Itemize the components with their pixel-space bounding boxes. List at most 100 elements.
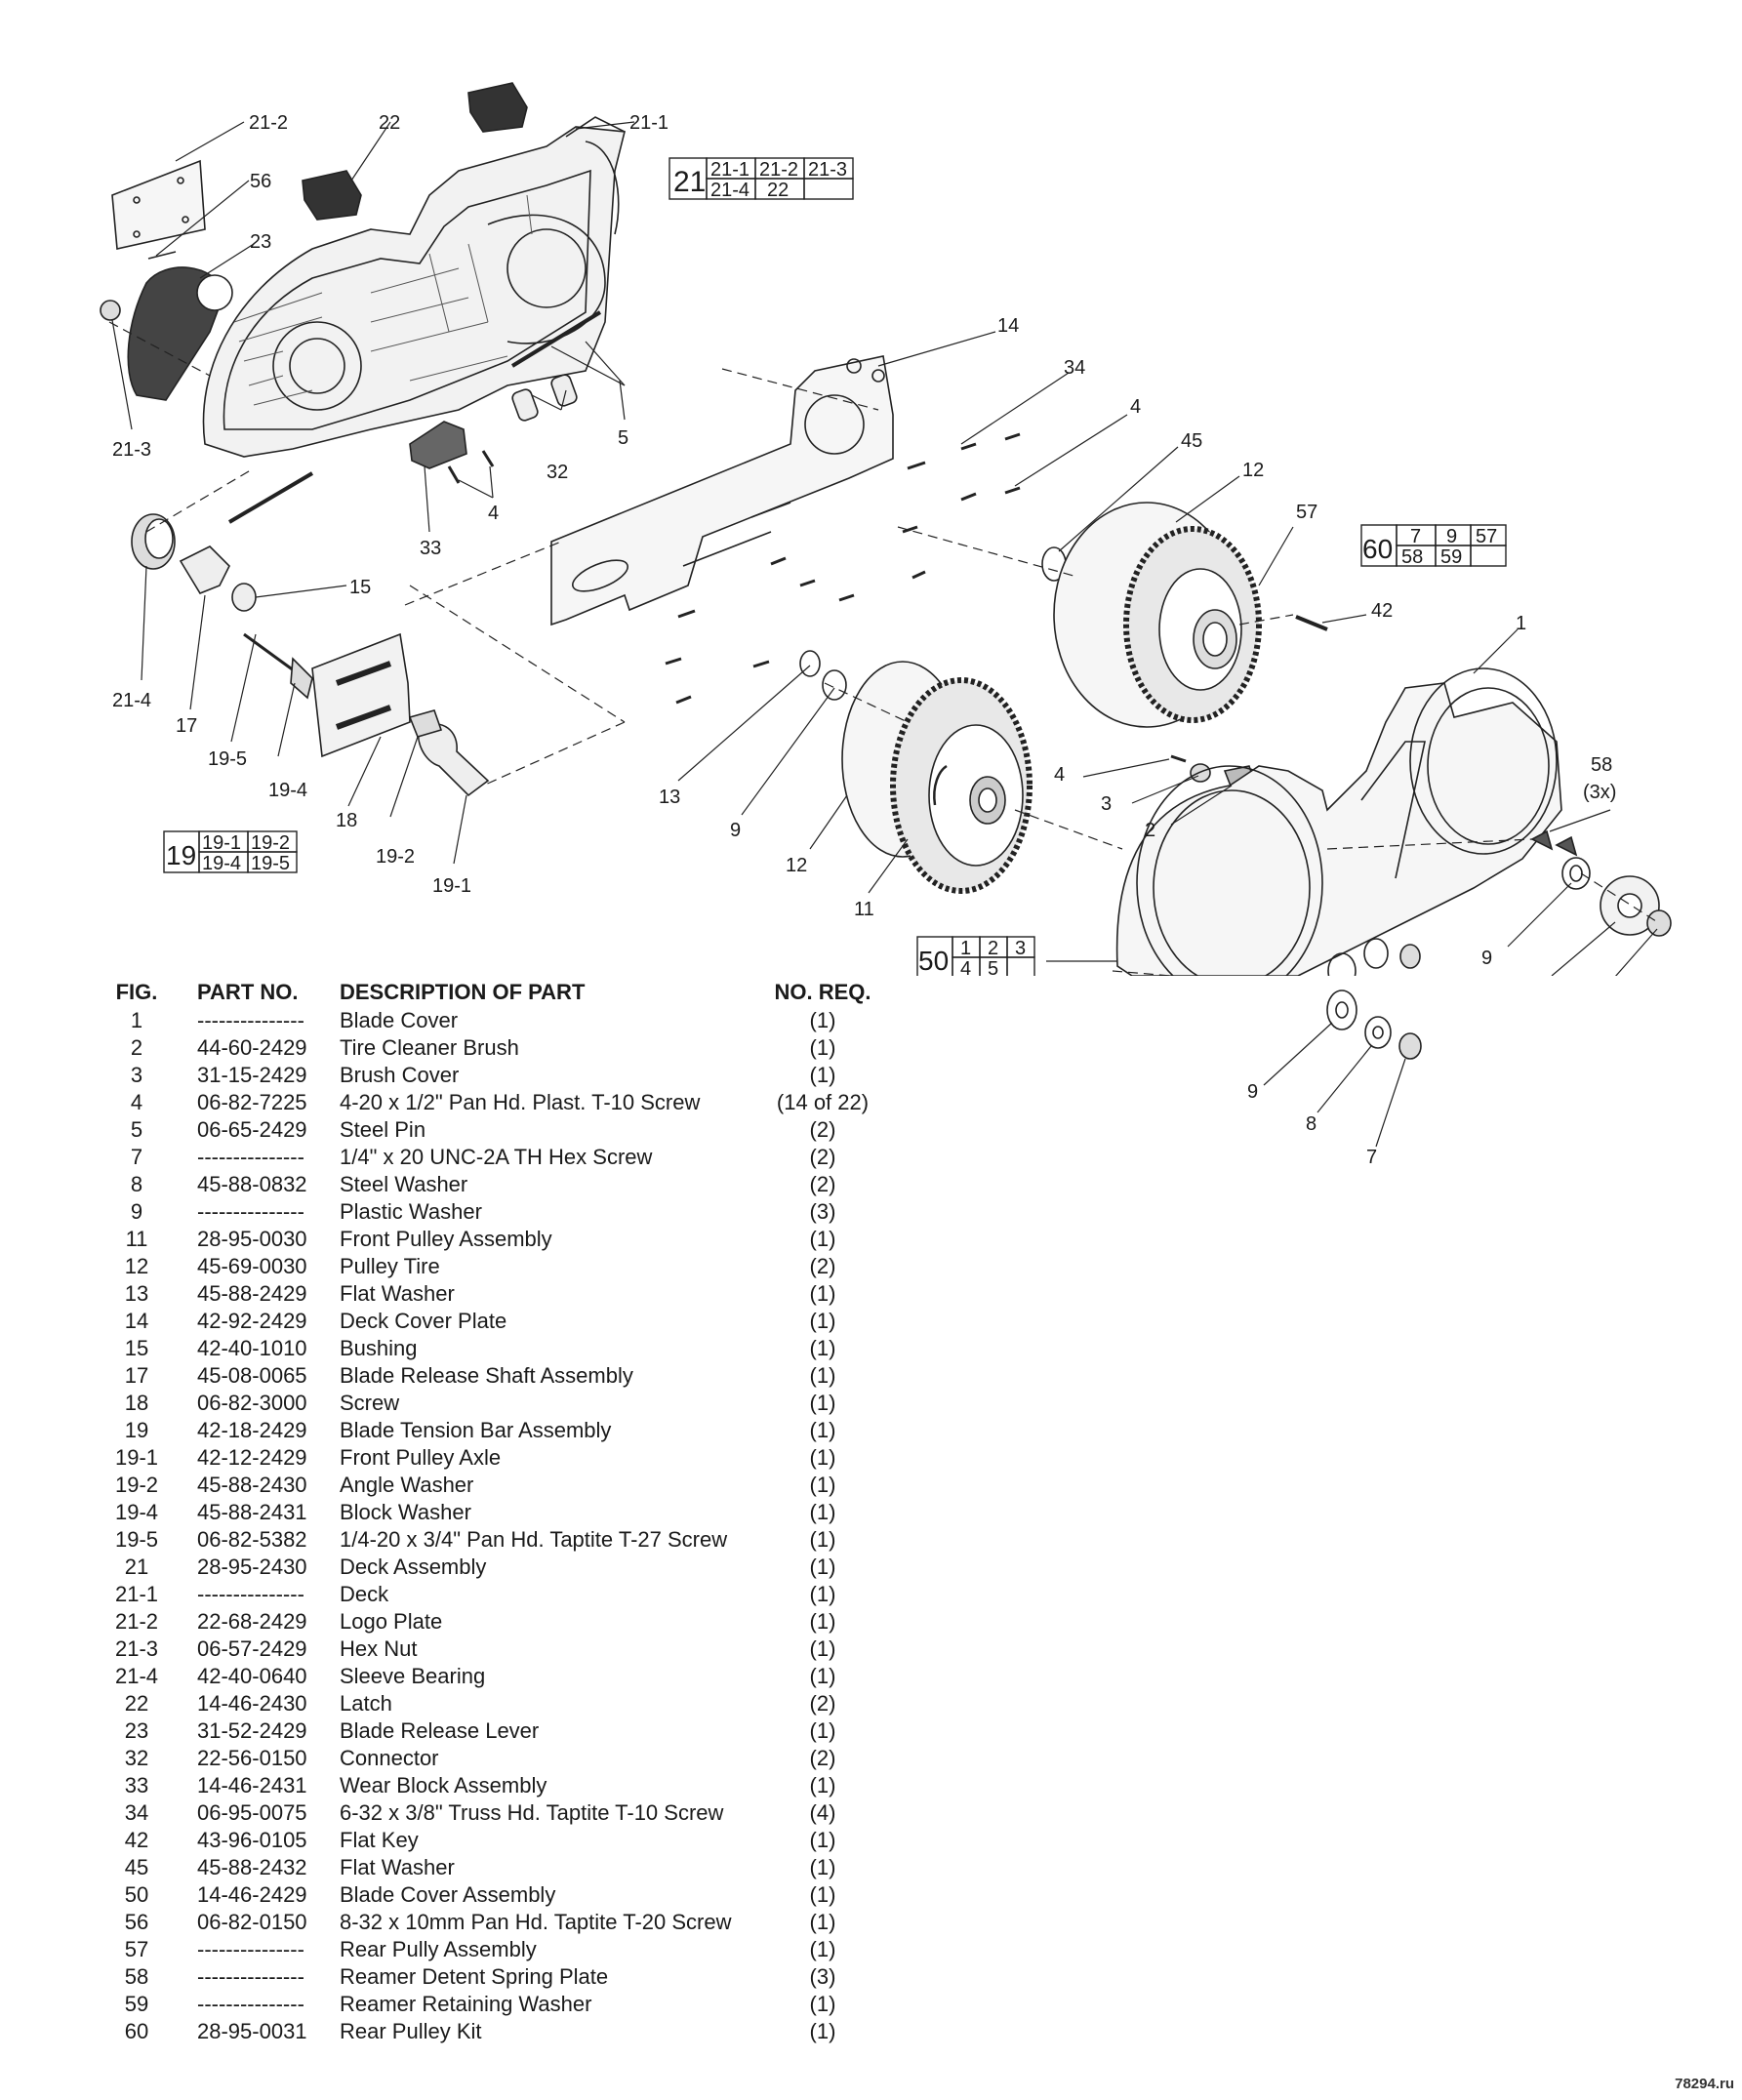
callout-58-qty: (3x) xyxy=(1583,782,1616,803)
kit-21-cell: 21-3 xyxy=(808,159,847,181)
bottom-washers-group xyxy=(1327,938,1421,976)
deck-part xyxy=(202,116,627,458)
callout-12b: 12 xyxy=(786,855,807,876)
kit-50-cell: 3 xyxy=(1015,938,1026,959)
row-fig: 13 xyxy=(124,1281,149,1306)
row-no-req: (1) xyxy=(809,1473,836,1497)
callout-labels: 21-2 22 21-1 56 23 21-3 5 32 33 4 15 21-… xyxy=(112,112,1616,969)
callout-5: 5 xyxy=(618,427,628,449)
kit-50-cell: 5 xyxy=(988,958,998,976)
row-fig: 18 xyxy=(124,1391,149,1415)
parts-list-table: FIG. PART NO. DESCRIPTION OF PART NO. RE… xyxy=(98,978,896,2045)
row-part-no: 06-82-7225 xyxy=(197,1090,307,1114)
row-description: Deck xyxy=(340,1582,389,1606)
row-description: Flat Washer xyxy=(340,1855,455,1879)
row-part-no: --------------- xyxy=(197,1937,304,1961)
row-description: Deck Cover Plate xyxy=(340,1309,507,1333)
row-part-no: 45-88-2432 xyxy=(197,1855,307,1879)
row-fig: 8 xyxy=(130,1172,143,1196)
row-part-no: 42-40-0640 xyxy=(197,1664,307,1688)
row-description: 4-20 x 1/2" Pan Hd. Plast. T-10 Screw xyxy=(340,1090,701,1114)
screw-4-group-a xyxy=(447,450,495,484)
table-row: 58---------------Reamer Detent Spring Pl… xyxy=(98,1963,896,1991)
row-fig: 45 xyxy=(124,1855,149,1879)
kit-box-50: 50 1 2 3 4 5 xyxy=(916,936,1035,976)
bushing-part xyxy=(231,583,257,612)
callout-17: 17 xyxy=(176,715,197,737)
row-fig: 56 xyxy=(124,1910,149,1934)
row-part-no: 45-88-2429 xyxy=(197,1281,307,1306)
row-fig: 9 xyxy=(130,1199,143,1224)
callout-23: 23 xyxy=(250,231,271,253)
blade-tension-bar-part xyxy=(243,632,490,797)
rear-pulley-part xyxy=(1053,502,1262,728)
callout-21-1: 21-1 xyxy=(629,112,668,134)
row-part-no: 06-82-0150 xyxy=(197,1910,307,1934)
row-description: Rear Pully Assembly xyxy=(340,1937,537,1961)
row-fig: 21-1 xyxy=(114,1582,159,1606)
kit-60-cell: 7 xyxy=(1410,526,1421,547)
row-description: Plastic Washer xyxy=(340,1199,482,1224)
row-part-no: 45-69-0030 xyxy=(197,1254,307,1278)
row-part-no: 42-12-2429 xyxy=(197,1445,307,1470)
assembly-lines xyxy=(108,321,1660,976)
row-part-no: 28-95-0031 xyxy=(197,2019,307,2043)
row-no-req: (3) xyxy=(809,1964,836,1989)
row-no-req: (2) xyxy=(809,1254,836,1278)
kit-box-21: 21 21-1 21-2 21-3 21-4 22 xyxy=(668,157,854,201)
callout-12a: 12 xyxy=(1242,460,1264,481)
kit-50-cell: 2 xyxy=(988,938,998,959)
hex-screw-7-part xyxy=(1398,1032,1422,1060)
callout-13: 13 xyxy=(659,787,680,808)
row-description: Steel Pin xyxy=(340,1117,426,1142)
row-no-req: (1) xyxy=(809,1992,836,2016)
row-no-req: (1) xyxy=(809,1828,836,1852)
row-part-no: 28-95-0030 xyxy=(197,1227,307,1251)
table-row: 1---------------Blade Cover(1) xyxy=(98,1007,896,1034)
row-part-no: --------------- xyxy=(197,1008,304,1032)
row-fig: 3 xyxy=(130,1063,143,1087)
callout-42: 42 xyxy=(1371,600,1393,622)
table-row: 56 06-82-0150 8-32 x 10mm Pan Hd. Taptite … xyxy=(98,1909,896,1936)
row-description: 8-32 x 10mm Pan Hd. Taptite T-20 Screw xyxy=(340,1910,732,1934)
screw-56-part xyxy=(147,251,177,260)
kit-21-cell: 21-1 xyxy=(710,159,749,181)
row-no-req: (1) xyxy=(809,1445,836,1470)
table-row: 21-1---------------Deck(1) xyxy=(98,1581,896,1608)
row-fig: 34 xyxy=(124,1800,149,1825)
row-description: Bushing xyxy=(340,1336,418,1360)
row-description: Blade Release Lever xyxy=(340,1718,540,1743)
row-part-no: 22-56-0150 xyxy=(197,1746,307,1770)
row-no-req: (1) xyxy=(809,1636,836,1661)
callout-15: 15 xyxy=(349,577,371,598)
row-no-req: (1) xyxy=(809,1035,836,1060)
sleeve-bearing-part xyxy=(131,513,176,570)
parts-table-header: FIG. PART NO. DESCRIPTION OF PART NO. RE… xyxy=(98,978,896,1007)
row-no-req: (1) xyxy=(809,1418,836,1442)
row-fig: 19 xyxy=(124,1418,149,1442)
kit-50-cell: 4 xyxy=(960,958,971,976)
row-description: Blade Release Shaft Assembly xyxy=(340,1363,633,1388)
row-fig: 50 xyxy=(124,1882,149,1907)
row-description: Sleeve Bearing xyxy=(340,1664,486,1688)
callout-2: 2 xyxy=(1145,820,1155,841)
callout-45: 45 xyxy=(1181,430,1202,452)
kit-60-number: 60 xyxy=(1362,534,1393,564)
row-no-req: (1) xyxy=(809,1555,836,1579)
row-part-no: 28-95-2430 xyxy=(197,1555,307,1579)
header-no-req: NO. REQ. xyxy=(774,980,871,1004)
